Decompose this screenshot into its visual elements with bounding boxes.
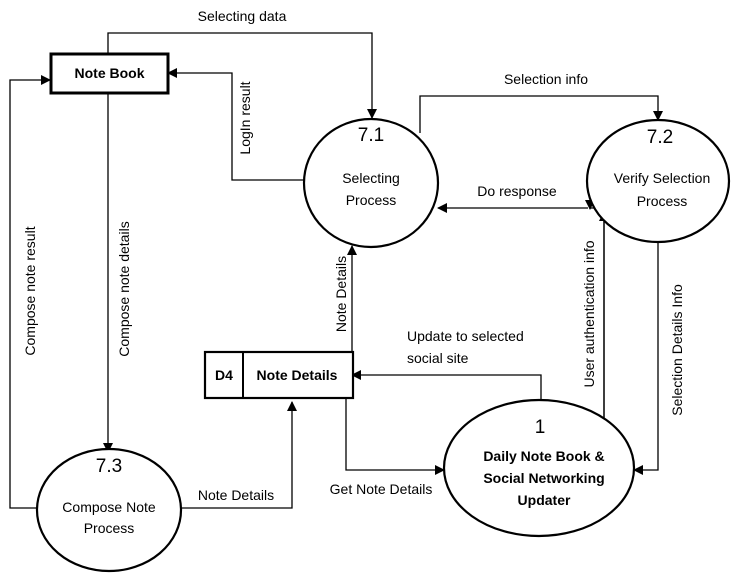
flow-login-result-arrow	[167, 68, 305, 181]
process-1-number: 1	[535, 417, 546, 438]
entity-note-book-label: Note Book	[75, 65, 145, 81]
flow-selection-info-arrow	[419, 95, 663, 133]
flow-update-selected-label-2: social site	[407, 350, 469, 366]
flow-note-details-up-label: Note Details	[333, 256, 349, 332]
datastore-d4-box	[203, 350, 355, 400]
flow-update-selected-arrow	[351, 370, 542, 408]
datastore-id: D4	[215, 367, 233, 383]
process-7-1-line1: Selecting	[342, 170, 400, 186]
flow-compose-note-result-arrow	[9, 75, 51, 509]
process-7-2-line2: Process	[637, 193, 688, 209]
process-7-3-number: 7.3	[96, 456, 122, 477]
process-7-1-line2: Process	[346, 192, 397, 208]
process-7-2-line1: Verify Selection	[614, 170, 711, 186]
process-7-2-circle	[585, 118, 731, 244]
flow-get-note-details-label: Get Note Details	[330, 481, 433, 497]
process-7-3-line2: Process	[84, 520, 135, 536]
flow-login-result-label: LogIn result	[237, 81, 253, 154]
datastore-name: Note Details	[257, 367, 338, 383]
process-1-line3: Updater	[518, 492, 571, 508]
flow-selecting-data-label: Selecting data	[198, 8, 287, 24]
flow-update-selected-label-1: Update to selected	[407, 328, 524, 344]
flow-selection-info-label: Selection info	[504, 71, 588, 87]
process-1-circle	[442, 398, 636, 538]
flow-compose-note-result-label: Compose note result	[22, 226, 38, 355]
process-7-3-line1: Compose Note	[62, 499, 156, 515]
process-1-line1: Daily Note Book &	[483, 448, 604, 464]
flow-get-note-details-arrow	[345, 398, 445, 475]
flow-selection-details-info-label: Selection Details Info	[669, 284, 685, 416]
process-7-2-number: 7.2	[647, 127, 673, 148]
process-7-3-circle	[35, 447, 183, 573]
flow-compose-note-details-label: Compose note details	[116, 221, 132, 356]
flow-note-details-right-arrow	[180, 401, 297, 509]
entity-note-book-box	[49, 52, 170, 95]
flow-note-details-right-label: Note Details	[198, 487, 274, 503]
process-7-1-circle	[302, 117, 440, 249]
flow-user-auth-info-label: User authentication info	[581, 240, 597, 387]
flow-selection-details-info-arrow	[633, 242, 659, 475]
flow-selecting-data-arrow	[107, 32, 377, 119]
process-1-line2: Social Networking	[483, 470, 604, 486]
flow-do-response-label: Do response	[477, 183, 557, 199]
process-7-1-number: 7.1	[358, 125, 384, 146]
